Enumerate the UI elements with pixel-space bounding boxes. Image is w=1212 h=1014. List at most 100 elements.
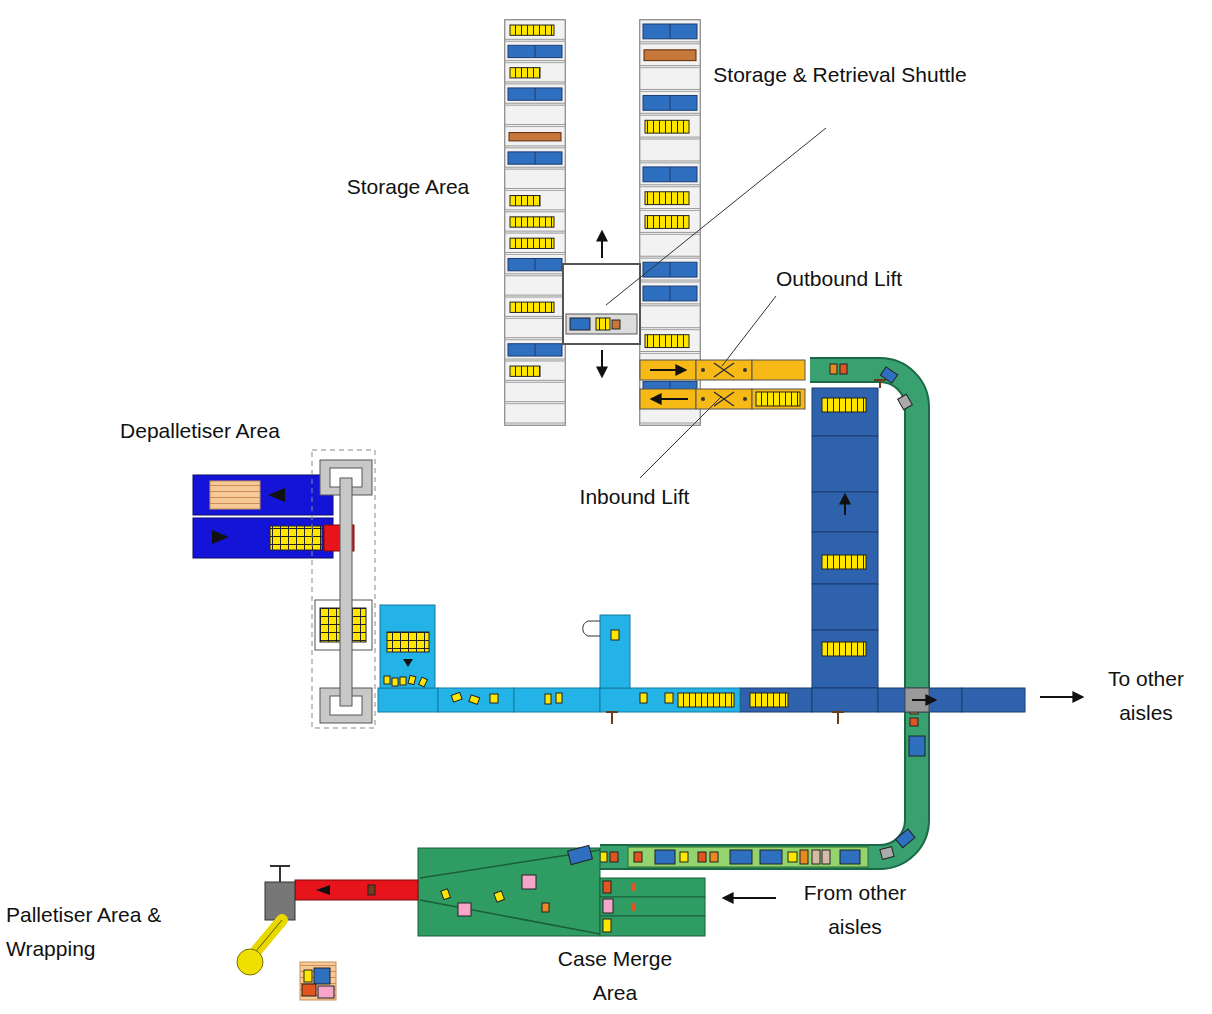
area-label: Storage Area xyxy=(318,170,498,204)
induction-conveyor-part xyxy=(403,659,413,667)
storage-rack-part xyxy=(505,318,565,339)
storage-rack-part xyxy=(505,188,565,189)
storage-rack-part xyxy=(640,89,700,90)
storage-rack-part xyxy=(505,209,565,210)
shuttle-part xyxy=(563,264,640,344)
case-merge-part xyxy=(441,889,451,900)
storage-rack-part xyxy=(505,191,565,212)
induction-conveyor-part xyxy=(545,694,551,704)
inbound-conveyor-part xyxy=(822,642,866,656)
induction-conveyor-part xyxy=(665,693,673,703)
inbound-conveyor-part xyxy=(812,388,878,436)
induction-conveyor-part xyxy=(600,688,740,712)
case-merge-part xyxy=(603,919,611,932)
storage-rack-part xyxy=(640,256,700,257)
storage-rack-part xyxy=(505,103,565,104)
storage-rack-part xyxy=(505,361,565,382)
storage-rack-part xyxy=(505,297,565,318)
inbound-conveyor-part xyxy=(912,699,935,701)
storage-rack-part xyxy=(509,133,561,141)
induction-conveyor-part xyxy=(514,688,600,712)
storage-rack-part xyxy=(505,20,565,425)
case-merge-part xyxy=(568,845,593,864)
storage-rack-part xyxy=(505,276,565,297)
area-label: Storage & Retrieval Shuttle xyxy=(712,58,968,92)
storage-rack-part xyxy=(505,382,565,403)
storage-rack-part xyxy=(508,45,562,57)
transport-loop-part xyxy=(822,850,830,864)
induction-conveyor-part xyxy=(588,621,600,636)
storage-rack-part xyxy=(510,302,554,312)
storage-rack-part xyxy=(505,404,565,425)
inbound-conveyor-part xyxy=(812,532,878,584)
storage-rack-part xyxy=(645,192,689,205)
storage-rack-part xyxy=(535,344,536,356)
storage-rack-part xyxy=(505,20,565,41)
storage-rack-part xyxy=(640,232,700,233)
storage-rack-part xyxy=(505,127,565,148)
area-label: Case Merge Area xyxy=(540,942,690,1010)
storage-rack-part xyxy=(640,20,700,425)
leader-line xyxy=(606,128,826,478)
inbound-conveyor-part xyxy=(832,712,844,724)
transport-loop-part xyxy=(910,718,918,726)
case-merge-part xyxy=(494,891,505,902)
lift-conveyor-part xyxy=(756,392,800,406)
transport-loop-part xyxy=(698,852,706,862)
storage-rack-part xyxy=(505,340,565,361)
storage-rack-part xyxy=(505,124,565,125)
transport-loop-part xyxy=(909,736,925,756)
transport-loop-part xyxy=(800,850,808,864)
palletiser-part xyxy=(265,882,295,920)
storage-rack-part xyxy=(640,184,700,185)
case-merge-part xyxy=(603,899,613,913)
storage-rack-part xyxy=(643,24,697,39)
storage-rack-part xyxy=(505,254,565,275)
induction-conveyor-part xyxy=(678,693,734,707)
storage-rack-part xyxy=(535,45,536,57)
inbound-conveyor-part xyxy=(822,398,866,412)
storage-rack-part xyxy=(505,337,565,338)
storage-rack-part xyxy=(505,295,565,296)
depalletiser-part xyxy=(340,478,352,706)
storage-rack-part xyxy=(640,41,700,42)
palletiser-part xyxy=(318,986,334,998)
storage-rack-part xyxy=(505,273,565,274)
depalletiser-part xyxy=(210,481,260,509)
transport-loop-part xyxy=(680,852,688,862)
storage-rack-part xyxy=(640,280,700,281)
leader-line-part xyxy=(722,296,776,366)
induction-conveyor-part xyxy=(380,605,435,688)
storage-rack xyxy=(505,20,700,425)
flow-arrow-part xyxy=(724,897,776,899)
storage-rack-part xyxy=(505,84,565,105)
transport-loop-part xyxy=(896,829,915,848)
storage-rack-part xyxy=(505,233,565,254)
storage-rack-part xyxy=(640,303,700,304)
induction-conveyor-part xyxy=(640,693,647,703)
lift-conveyor-part xyxy=(752,389,805,409)
palletiser-part xyxy=(316,885,330,895)
depalletiser-part xyxy=(270,526,322,550)
depalletiser-part xyxy=(312,450,375,728)
transport-loop-part xyxy=(600,370,917,857)
storage-rack-part xyxy=(505,60,565,61)
transport-loop-part xyxy=(788,852,797,862)
storage-rack-part xyxy=(645,335,689,348)
storage-rack-part xyxy=(505,145,565,146)
storage-rack-part xyxy=(510,238,554,248)
palletiser-part xyxy=(314,968,330,984)
transport-loop-part xyxy=(610,852,618,862)
transport-loop-part xyxy=(898,394,913,409)
depalletiser xyxy=(193,450,375,728)
induction-conveyor-part xyxy=(392,678,398,686)
storage-rack-part xyxy=(510,366,540,376)
induction-conveyor-part xyxy=(400,677,406,685)
induction-conveyor-part xyxy=(611,630,619,640)
storage-rack-part xyxy=(535,258,536,270)
lift-conveyor-part xyxy=(640,389,696,409)
palletiser-part xyxy=(300,962,336,1000)
palletiser-part xyxy=(237,949,263,975)
inbound-conveyor-part xyxy=(812,584,878,630)
palletiser-part xyxy=(295,880,418,900)
